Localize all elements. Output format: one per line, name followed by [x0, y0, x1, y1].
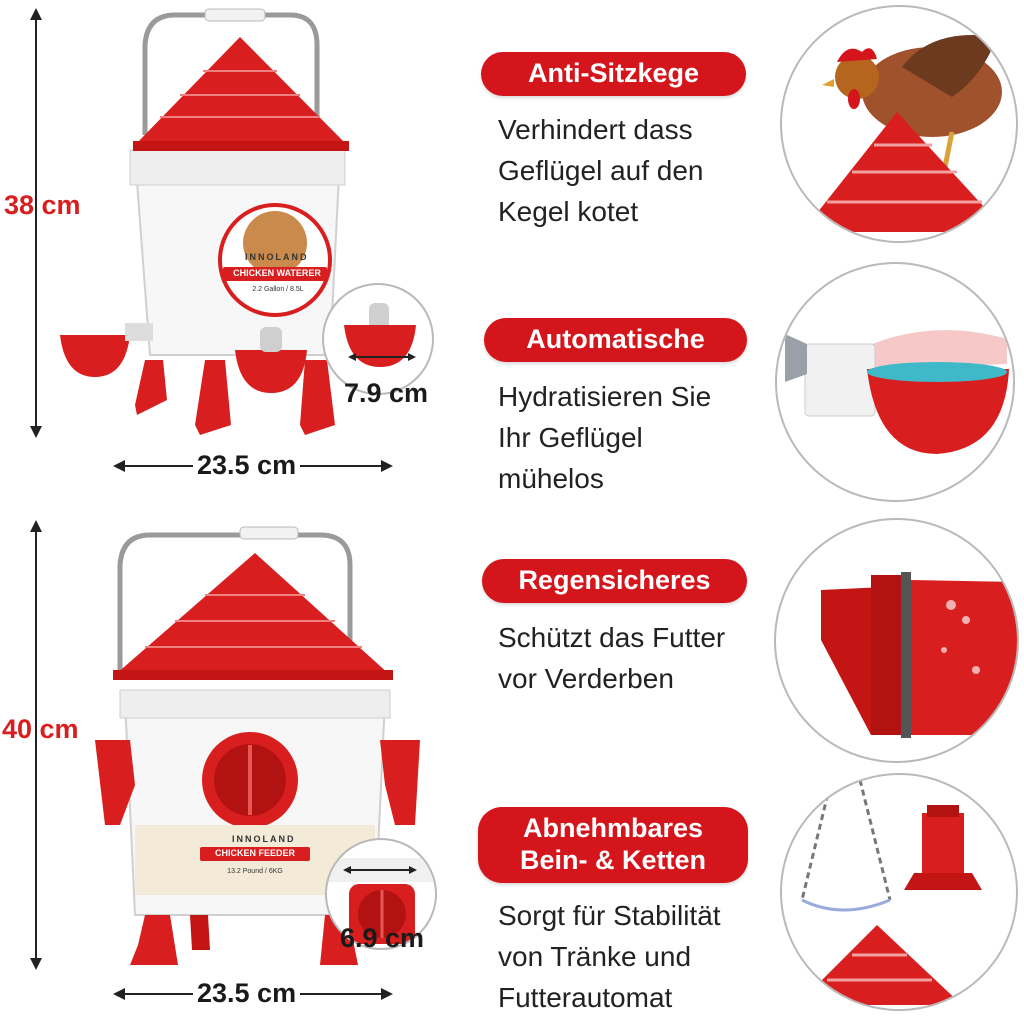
- waterer-product: 38 cm INNOLAND CHICKEN WATERER 2.2 Gallo…: [0, 0, 470, 500]
- leg-and-chain-icon: [780, 773, 1018, 1011]
- feature-desc-anti-perch: Verhindert dass Geflügel auf den Kegel k…: [498, 114, 704, 227]
- waterer-cup-label: 7.9 cm: [344, 378, 429, 408]
- cup-zoom-inset: [322, 283, 434, 395]
- feeder-port-label: 6.9 cm: [340, 923, 425, 953]
- waterer-height-label: 38 cm: [4, 190, 81, 220]
- waterer-capacity: 2.2 Gallon / 8.5L: [252, 286, 304, 293]
- port-zoom-inset: [325, 838, 437, 950]
- feature-desc-rainproof: Schützt das Futter vor Verderben: [498, 622, 726, 694]
- feature-title-anti-perch: Anti-Sitzkege: [481, 52, 746, 96]
- feeder-height-arrow: [30, 520, 42, 970]
- feeder-capacity: 13.2 Pound / 6KG: [227, 868, 283, 875]
- feature-title-detachable: Abnehmbares Bein- & Ketten: [478, 807, 748, 883]
- waterer-width-label: 23.5 cm: [193, 452, 301, 479]
- waterer-product-name: CHICKEN WATERER: [233, 268, 321, 278]
- feature-title-automatic: Automatische: [484, 318, 747, 362]
- feeder-product-name: CHICKEN FEEDER: [214, 848, 295, 858]
- rainproof-port-icon: [774, 518, 1019, 763]
- waterer-image: [60, 8, 349, 435]
- waterer-height-arrow: [30, 8, 42, 438]
- feeder-product: 40 cm INNOLAND CHICKEN FEEDER 13.2 Pound…: [0, 520, 470, 1021]
- feeder-brand: INNOLAND: [232, 834, 296, 844]
- feeder-height-label: 40 cm: [2, 714, 79, 744]
- feature-title-rainproof: Regensicheres: [482, 559, 747, 603]
- water-cup-icon: [775, 262, 1015, 502]
- chicken-on-cone-icon: [780, 5, 1018, 243]
- feature-desc-automatic: Hydratisieren Sie Ihr Geflügel mühelos: [498, 381, 712, 494]
- waterer-brand: INNOLAND: [245, 252, 309, 262]
- feeder-width-label: 23.5 cm: [193, 980, 301, 1007]
- feature-desc-detachable: Sorgt für Stabilität von Tränke und Futt…: [498, 900, 721, 1013]
